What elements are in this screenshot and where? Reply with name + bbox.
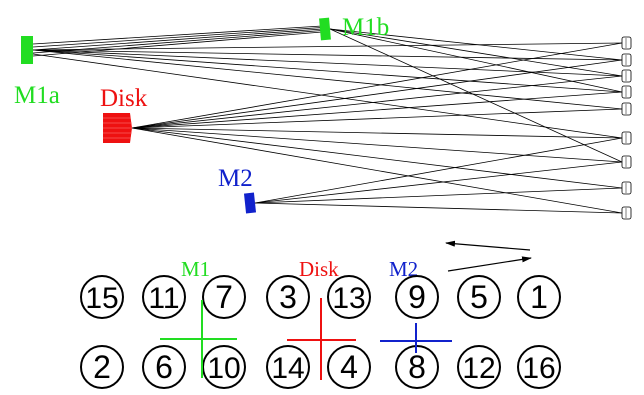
ray-line xyxy=(254,202,623,214)
ray-line xyxy=(32,49,623,93)
ray-line xyxy=(329,28,623,77)
ray-line xyxy=(329,28,623,163)
fiber-circle xyxy=(142,345,186,389)
disk-stripes xyxy=(103,117,132,139)
fiber-end-6 xyxy=(621,131,632,145)
fiber-number: 5 xyxy=(470,279,488,315)
ray-line xyxy=(32,28,323,51)
fiber-end-1 xyxy=(621,36,632,50)
cross-disk xyxy=(287,298,356,380)
ray-line xyxy=(32,49,623,61)
ray-line xyxy=(131,127,623,214)
fiber-circle xyxy=(80,345,124,389)
fiber-circle xyxy=(202,275,246,319)
legend-disk: Disk xyxy=(299,257,339,281)
fiber-number: 10 xyxy=(207,352,240,385)
fiber-number: 15 xyxy=(85,282,118,315)
fiber-circle xyxy=(327,275,371,319)
cross-m2 xyxy=(380,323,452,353)
fiber-end-7 xyxy=(621,155,632,169)
ray-line xyxy=(131,59,623,129)
ray-line xyxy=(131,91,623,129)
fiber-number: 14 xyxy=(271,352,304,385)
fiber-ends xyxy=(621,36,632,220)
fiber-circle xyxy=(517,345,561,389)
label-disk: Disk xyxy=(100,85,148,112)
fiber-number: 16 xyxy=(522,352,555,385)
fiber-number: 11 xyxy=(148,282,179,315)
fiber-number: 3 xyxy=(279,279,297,315)
ray-line xyxy=(131,75,623,129)
fiber-end-8 xyxy=(621,181,632,195)
ray-line xyxy=(32,27,323,48)
label-m1b: M1b xyxy=(342,14,389,41)
fiber-number: 13 xyxy=(332,282,365,315)
arrow-right xyxy=(447,256,532,272)
ray-traces xyxy=(32,25,623,214)
ray-line xyxy=(32,53,623,139)
fiber-end-3 xyxy=(621,69,632,83)
fiber-number: 2 xyxy=(93,349,111,385)
fiber-number: 6 xyxy=(155,349,173,385)
ray-line xyxy=(32,25,323,45)
mirror-m1a xyxy=(21,36,33,64)
legend-m1: M1 xyxy=(181,257,210,281)
fiber-number: 1 xyxy=(530,279,548,315)
cross-m1 xyxy=(160,300,237,378)
fiber-circle xyxy=(80,275,124,319)
label-m1a: M1a xyxy=(14,82,60,109)
mirror-m2 xyxy=(243,192,257,214)
fiber-circle xyxy=(266,275,310,319)
ray-line xyxy=(131,127,623,139)
mirror-m1b xyxy=(319,17,331,41)
fiber-end-9 xyxy=(621,206,632,220)
fiber-circle xyxy=(266,345,310,389)
fiber-circle xyxy=(457,275,501,319)
ray-line xyxy=(131,108,623,129)
fiber-number: 12 xyxy=(462,352,495,385)
fiber-circle xyxy=(517,275,561,319)
fiber-number: 7 xyxy=(215,279,233,315)
fiber-circle xyxy=(395,275,439,319)
fiber-number: 9 xyxy=(408,279,426,315)
fiber-circle xyxy=(457,345,501,389)
ray-line xyxy=(254,187,623,204)
fiber-number: 4 xyxy=(340,349,358,385)
ray-line xyxy=(32,49,623,77)
fiber-end-2 xyxy=(621,53,632,67)
fiber-circle xyxy=(142,275,186,319)
arrow-left xyxy=(445,240,531,251)
fiber-end-5 xyxy=(621,102,632,116)
ray-line xyxy=(254,161,623,204)
ray-line xyxy=(329,28,623,61)
fiber-end-4 xyxy=(621,85,632,99)
fiber-circle xyxy=(327,345,371,389)
ray-line xyxy=(131,42,623,129)
fiber-number: 8 xyxy=(408,349,426,385)
ray-line xyxy=(254,137,623,204)
ray-line xyxy=(32,42,623,51)
legend-m2: M2 xyxy=(389,257,418,281)
ray-line xyxy=(131,127,623,163)
ray-line xyxy=(131,127,623,189)
label-m2: M2 xyxy=(218,165,253,192)
